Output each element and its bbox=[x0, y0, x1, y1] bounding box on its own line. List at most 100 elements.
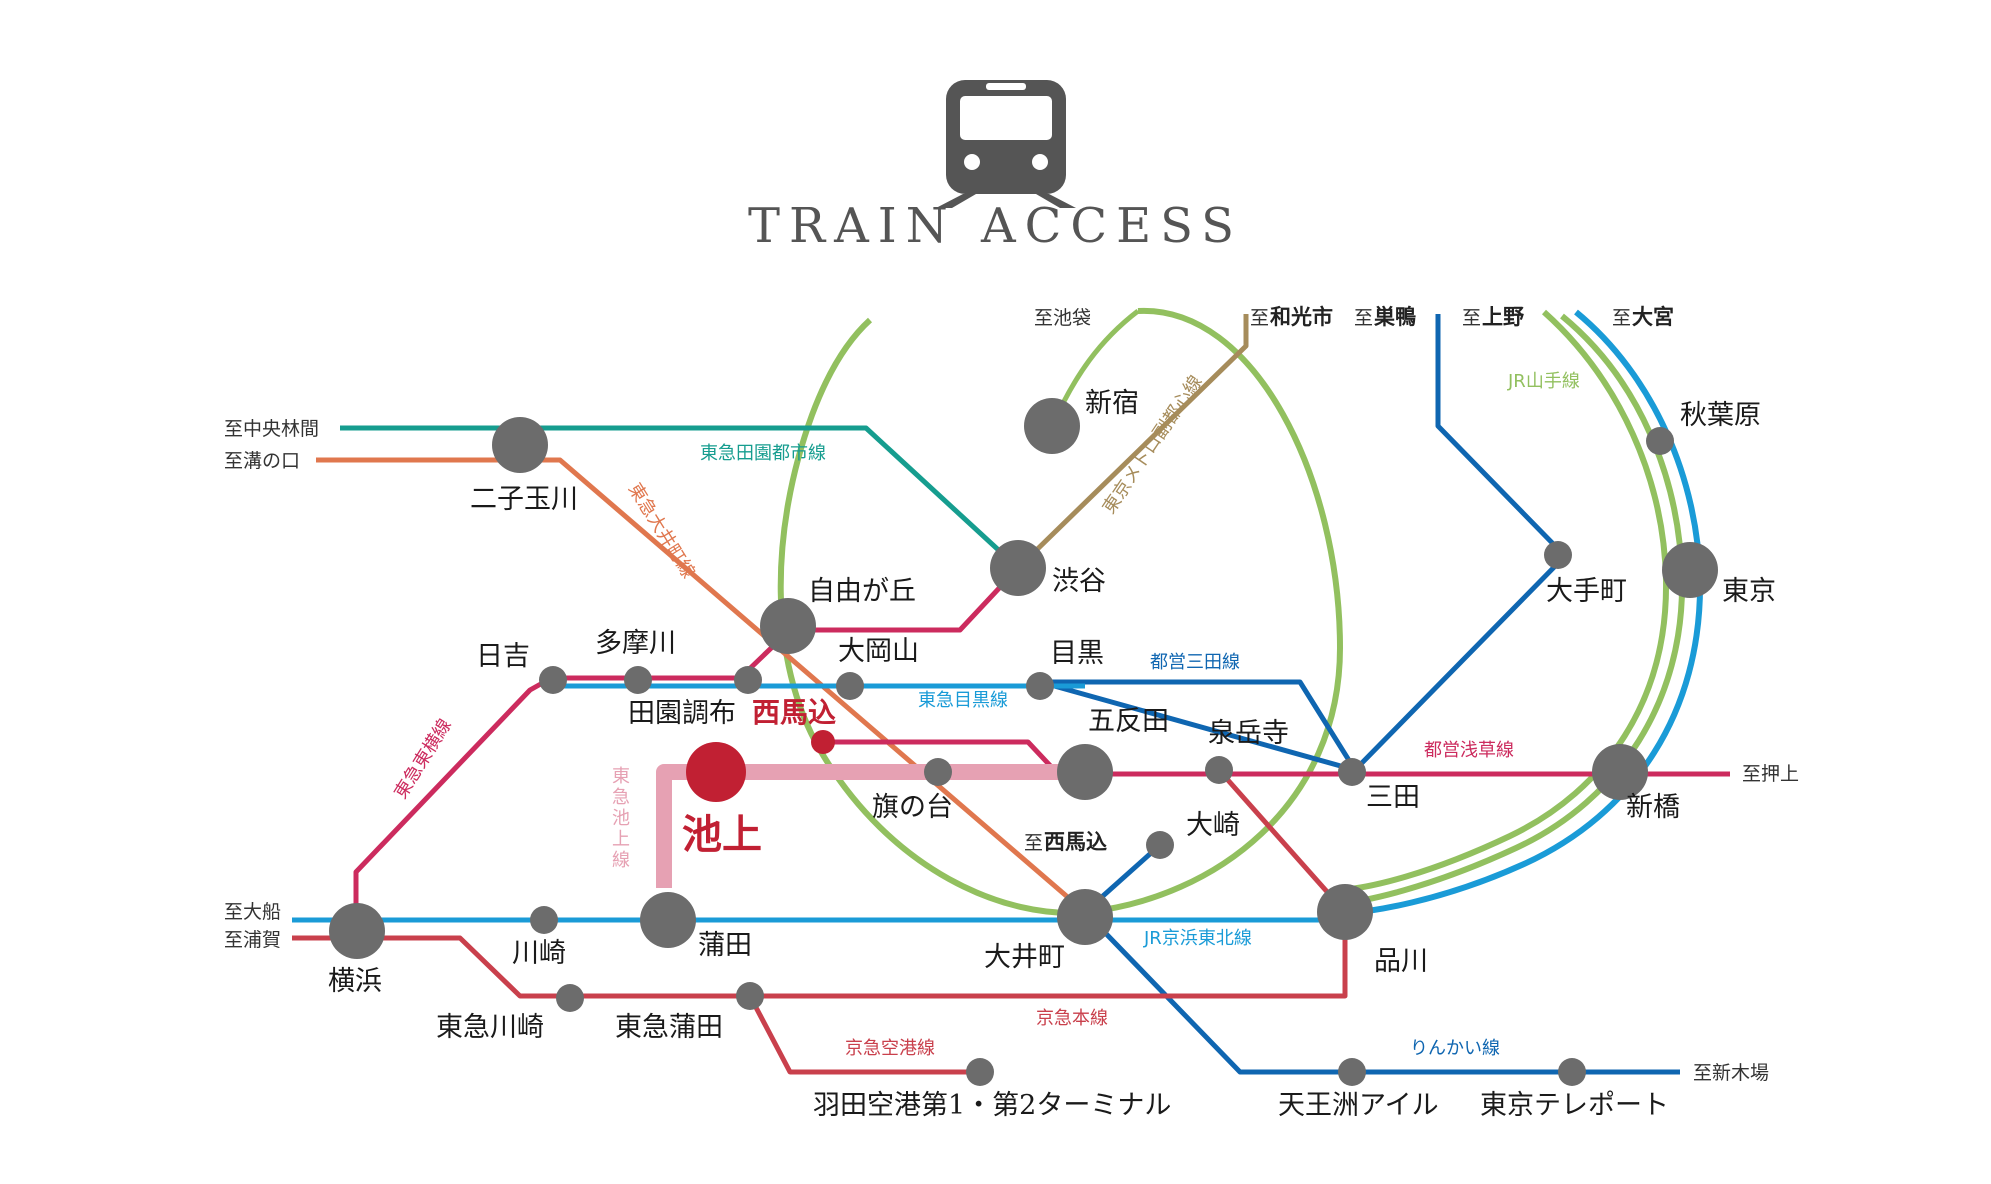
label-shibuya: 渋谷 bbox=[1052, 566, 1106, 597]
node-nishimagome[interactable] bbox=[811, 730, 835, 754]
dir-ueno: 上野 bbox=[1482, 305, 1524, 329]
dir-omiya: 大宮 bbox=[1632, 305, 1674, 329]
node-haneda[interactable] bbox=[966, 1058, 994, 1086]
node-keikyu-kawasaki[interactable] bbox=[556, 984, 584, 1012]
dir-wakoshi: 和光市 bbox=[1270, 305, 1333, 329]
mita-line-south bbox=[1039, 554, 1567, 773]
toyoko-line-south bbox=[353, 673, 557, 918]
node-yokohama[interactable] bbox=[329, 903, 385, 959]
label-osaki: 大崎 bbox=[1186, 810, 1240, 841]
node-shinagawa[interactable] bbox=[1317, 884, 1373, 940]
label-keikyu-kawasaki: 東急川崎 bbox=[436, 1012, 544, 1043]
node-shibuya[interactable] bbox=[990, 540, 1046, 596]
label-akihabara: 秋葉原 bbox=[1680, 400, 1761, 431]
label-denenchofu: 田園調布 bbox=[628, 698, 736, 729]
label-kawasaki: 川崎 bbox=[512, 938, 566, 969]
label-tokyo-teleport: 東京テレポート bbox=[1480, 1090, 1669, 1121]
label-yokohama: 横浜 bbox=[328, 966, 382, 997]
line-label-oimachi: 東急大井町線 bbox=[624, 480, 699, 583]
dir-shinkiba: 至新木場 bbox=[1693, 1062, 1769, 1084]
label-gotanda: 五反田 bbox=[1088, 706, 1169, 737]
node-akihabara[interactable] bbox=[1646, 427, 1674, 455]
label-meguro: 目黒 bbox=[1050, 638, 1104, 669]
label-futako-tamagawa: 二子玉川 bbox=[470, 484, 578, 515]
label-tokyo: 東京 bbox=[1722, 576, 1776, 607]
keikyu-main-line bbox=[292, 912, 1348, 999]
dir-oshiage: 至押上 bbox=[1742, 763, 1799, 785]
mita-line bbox=[1435, 314, 1567, 558]
dir-sugamo: 巣鴨 bbox=[1373, 305, 1416, 329]
label-ikegami: 池上 bbox=[682, 811, 762, 858]
keikyu-sengakuji-line bbox=[1217, 768, 1347, 914]
node-keikyu-kamata[interactable] bbox=[736, 982, 764, 1010]
node-kawasaki[interactable] bbox=[530, 906, 558, 934]
yamanote-ring-east bbox=[1339, 313, 1686, 906]
node-hatanodai[interactable] bbox=[924, 758, 952, 786]
node-sengakuji[interactable] bbox=[1205, 756, 1233, 784]
node-oimachi[interactable] bbox=[1057, 889, 1113, 945]
node-osaki[interactable] bbox=[1146, 831, 1174, 859]
node-ikegami[interactable] bbox=[686, 742, 746, 802]
label-tennozu: 天王洲アイル bbox=[1278, 1090, 1439, 1121]
dir-chuorinkan: 至中央林間 bbox=[224, 418, 319, 440]
line-label-asakusa: 都営浅草線 bbox=[1424, 740, 1514, 761]
yamanote-line bbox=[777, 307, 1343, 916]
line-label-meguro: 東急目黒線 bbox=[918, 690, 1008, 711]
label-sengakuji: 泉岳寺 bbox=[1208, 718, 1289, 749]
node-meguro[interactable] bbox=[1026, 672, 1054, 700]
train-icon bbox=[936, 80, 1076, 208]
node-tokyo[interactable] bbox=[1662, 542, 1718, 598]
node-tennozu[interactable] bbox=[1338, 1058, 1366, 1086]
line-label-rinkai: りんかい線 bbox=[1410, 1038, 1500, 1059]
dir-nishimagome: 西馬込 bbox=[1044, 830, 1107, 854]
node-jiyugaoka[interactable] bbox=[760, 598, 816, 654]
dir-nishimagome-pre: 至 bbox=[1024, 832, 1043, 854]
label-kamata: 蒲田 bbox=[698, 930, 752, 961]
rinkai-line bbox=[1083, 910, 1680, 1075]
dir-ofuna: 至大船 bbox=[224, 901, 281, 923]
label-mita: 三田 bbox=[1366, 782, 1420, 813]
line-label-den-en-toshi: 東急田園都市線 bbox=[700, 443, 826, 464]
dir-uraga: 至浦賀 bbox=[224, 929, 281, 951]
dir-omiya-pre: 至 bbox=[1612, 307, 1631, 329]
node-tamagawa[interactable] bbox=[624, 666, 652, 694]
dir-ikebukuro: 至池袋 bbox=[1034, 307, 1091, 329]
line-label-yamanote: JR山手線 bbox=[1507, 371, 1580, 392]
label-oimachi: 大井町 bbox=[984, 942, 1065, 973]
label-hiyoshi: 日吉 bbox=[476, 641, 530, 672]
yamanote-arc-top bbox=[1339, 309, 1670, 893]
node-tokyo-teleport[interactable] bbox=[1558, 1058, 1586, 1086]
line-label-toyoko: 東急東横線 bbox=[390, 715, 456, 802]
node-futako-tamagawa[interactable] bbox=[492, 417, 548, 473]
keihin-tohoku-arc bbox=[1339, 309, 1704, 917]
label-ookayama: 大岡山 bbox=[838, 636, 919, 667]
label-jiyugaoka: 自由が丘 bbox=[808, 576, 916, 607]
dir-ueno-pre: 至 bbox=[1462, 307, 1481, 329]
label-hatanodai: 旗の台 bbox=[872, 792, 953, 823]
label-shinbashi: 新橋 bbox=[1626, 792, 1680, 823]
node-otemachi[interactable] bbox=[1544, 541, 1572, 569]
line-label-mita: 都営三田線 bbox=[1150, 652, 1240, 673]
dir-sugamo-pre: 至 bbox=[1354, 307, 1373, 329]
line-label-ikegami: 東急池上線 bbox=[612, 766, 630, 871]
node-kamata[interactable] bbox=[640, 892, 696, 948]
label-keikyu-kamata: 東急蒲田 bbox=[615, 1012, 723, 1043]
oimachi-line bbox=[316, 457, 1087, 914]
line-label-keikyu-airport: 京急空港線 bbox=[845, 1038, 935, 1059]
dir-mizonokuchi: 至溝の口 bbox=[224, 450, 300, 472]
mita-line-meguro bbox=[1040, 679, 1358, 772]
node-gotanda[interactable] bbox=[1057, 744, 1113, 800]
line-label-keihin-tohoku: JR京浜東北線 bbox=[1143, 928, 1252, 949]
node-mita[interactable] bbox=[1338, 758, 1366, 786]
node-shinjuku[interactable] bbox=[1024, 398, 1080, 454]
node-ookayama[interactable] bbox=[836, 672, 864, 700]
dir-wakoshi-pre: 至 bbox=[1250, 307, 1269, 329]
label-haneda: 羽田空港第1・第2ターミナル bbox=[813, 1090, 1171, 1121]
node-denenchofu[interactable] bbox=[734, 666, 762, 694]
node-shinbashi[interactable] bbox=[1592, 744, 1648, 800]
label-tamagawa: 多摩川 bbox=[595, 628, 676, 659]
node-hiyoshi[interactable] bbox=[539, 666, 567, 694]
label-shinjuku: 新宿 bbox=[1085, 388, 1139, 419]
label-otemachi: 大手町 bbox=[1546, 576, 1627, 607]
